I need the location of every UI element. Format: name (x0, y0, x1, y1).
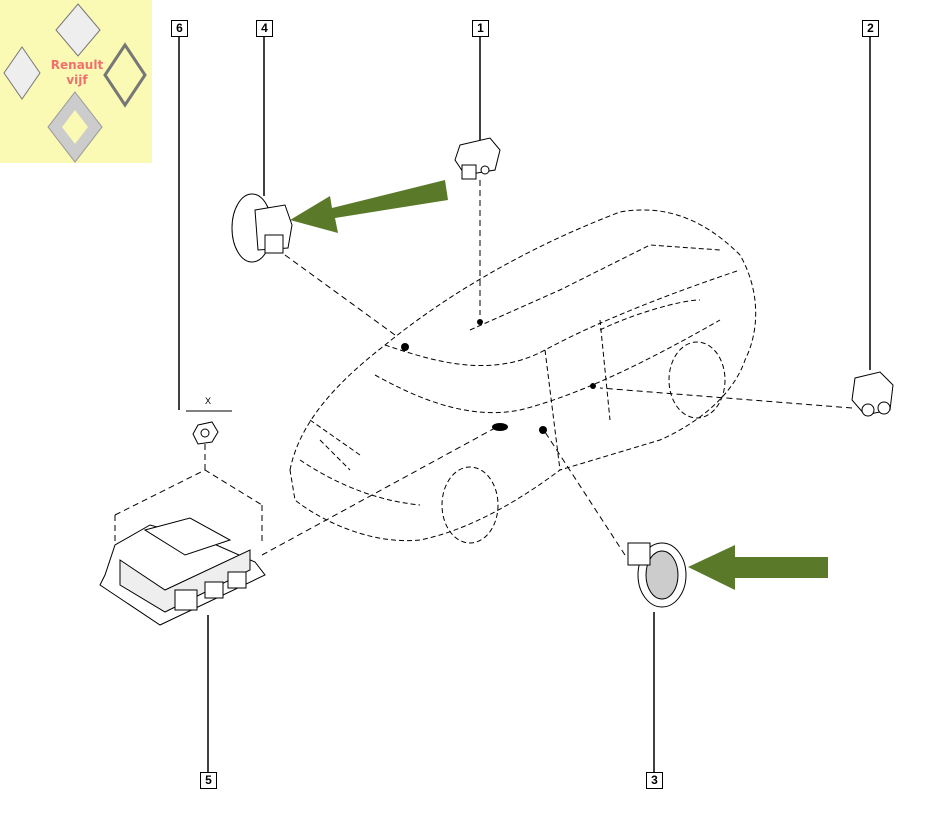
sensor-4 (231, 193, 293, 263)
callout-1: 1 (472, 20, 489, 37)
callout-5: 5 (200, 772, 217, 789)
callout-6: 6 (171, 20, 188, 37)
renault-diamond-logos (3, 3, 147, 163)
sensor-1 (454, 137, 501, 180)
sensor-2 (851, 371, 894, 417)
callout-4: 4 (256, 20, 273, 37)
airbag-control-unit-5 (99, 517, 266, 626)
nut-6 (186, 410, 232, 445)
car-outline (289, 209, 757, 544)
callout-3: 3 (646, 772, 663, 789)
callout-2: 2 (862, 20, 879, 37)
sensor-3 (627, 542, 687, 608)
nut-axis-label: X (205, 396, 212, 406)
connection-lines (114, 180, 853, 565)
renault-vijf-logo: Renault vijf (0, 0, 152, 163)
logo-text-renault: Renault (50, 58, 104, 72)
arrow-pointer-3 (688, 545, 828, 590)
logo-text-vijf: vijf (66, 73, 88, 87)
leader-lines (178, 36, 871, 772)
arrow-pointer-4 (290, 180, 448, 233)
mount-points (401, 319, 596, 434)
